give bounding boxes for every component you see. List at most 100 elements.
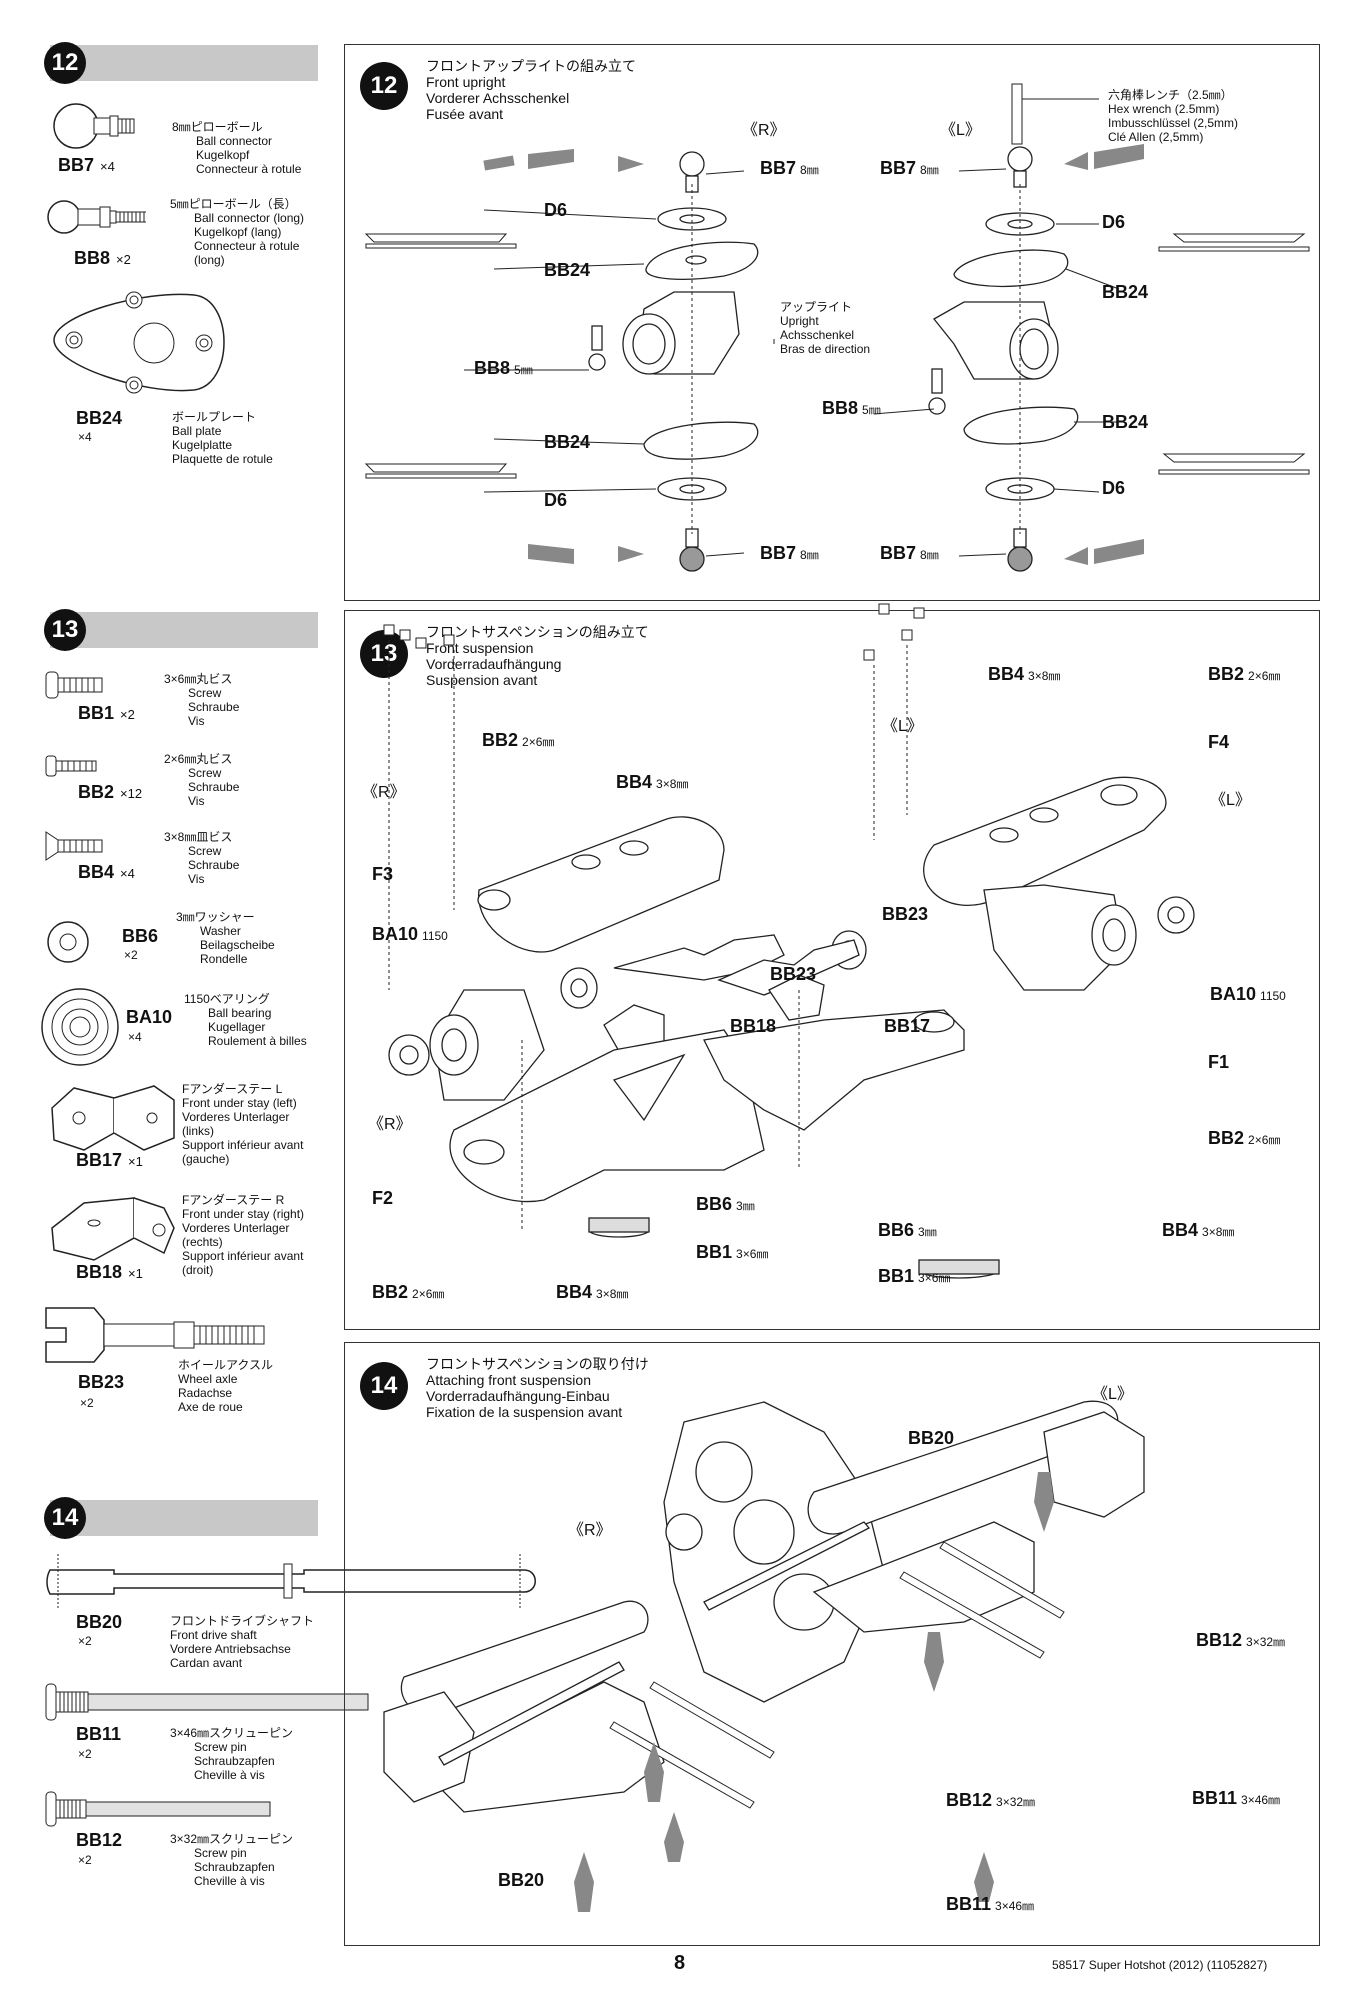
parts-header-bar-13 (50, 612, 318, 648)
ball-connector-icon (53, 103, 135, 149)
label-bb18: BB18 (730, 1016, 777, 1036)
wheel-axle-icon (45, 1307, 265, 1363)
part-qty-bb12: ×2 (78, 1853, 92, 1867)
part-id-bb2: BB2×12 (78, 782, 143, 802)
ball-connector-long-icon (47, 200, 146, 234)
page-number: 8 (674, 1952, 686, 1974)
label-f2: F2 (372, 1188, 394, 1208)
right-side-label: 《R》 (362, 784, 406, 801)
part-id-ba10: BA10 (126, 1007, 173, 1027)
label-f1: F1 (1208, 1052, 1230, 1072)
document-code: 58517 Super Hotshot (2012) (11052827) (1052, 1958, 1268, 1972)
label-d6: D6 (544, 490, 568, 510)
part-qty-bb11: ×2 (78, 1747, 92, 1761)
part-id-bb12: BB12 (76, 1830, 123, 1850)
screw-icon (45, 671, 103, 699)
left-side-label: 《L》 (1210, 792, 1251, 809)
part-id-bb6: BB6 (122, 926, 159, 946)
label-bb24: BB24 (1102, 282, 1149, 302)
step-number-badge: 13 (44, 609, 86, 651)
label-bb17: BB17 (884, 1016, 931, 1036)
countersunk-screw-icon (45, 831, 103, 861)
step-14-diagram (383, 1400, 1145, 1912)
part-id-bb18: BB18×1 (76, 1262, 143, 1282)
part-id-bb8: BB8×2 (74, 248, 131, 268)
screw-pin-32-icon (45, 1791, 271, 1827)
left-side-label: 《L》 (940, 122, 981, 139)
front-drive-shaft-icon (46, 1554, 536, 1610)
part-id-bb4: BB4×4 (78, 862, 135, 882)
part-qty-ba10: ×4 (128, 1030, 142, 1044)
label-bb24: BB24 (544, 432, 591, 452)
left-side-label: 《L》 (882, 718, 923, 735)
part-id-bb7: BB7×4 (58, 155, 115, 175)
label-bb23: BB23 (882, 904, 929, 924)
right-side-label: 《R》 (368, 1116, 412, 1133)
hex-wrench-label: 六角棒レンチ（2.5㎜）Hex wrench (2.5mm)Imbusschlü… (1108, 88, 1239, 144)
step-13-panel (344, 610, 1320, 1330)
label-bb24: BB24 (544, 260, 591, 280)
part-id-bb23: BB23 (78, 1372, 125, 1392)
ball-plate-icon (53, 291, 225, 394)
step-14-panel (344, 1342, 1320, 1946)
label-d6: D6 (544, 200, 568, 220)
washer-icon (47, 921, 89, 963)
parts-header-bar-14 (50, 1500, 318, 1536)
part-desc-bb8: 5㎜ピローボール（長）Ball connector (long)Kugelkop… (170, 197, 305, 267)
part-qty-bb23: ×2 (80, 1396, 94, 1410)
step-12-diagram (364, 83, 1310, 572)
screw-pin-46-icon (45, 1683, 369, 1721)
part-id-bb24: BB24 (76, 408, 123, 428)
label-d6: D6 (1102, 478, 1126, 498)
part-id-bb1: BB1×2 (78, 703, 135, 723)
part-id-bb11: BB11 (76, 1724, 122, 1744)
part-qty-bb24: ×4 (78, 430, 92, 444)
step-13-diagram (383, 603, 1195, 1279)
parts-header-bar-12 (50, 45, 318, 81)
ball-bearing-icon (41, 988, 119, 1066)
label-bb20: BB20 (908, 1428, 955, 1448)
screw-icon (45, 755, 97, 777)
label-f3: F3 (372, 864, 394, 884)
part-id-bb20: BB20 (76, 1612, 123, 1632)
part-qty-bb20: ×2 (78, 1634, 92, 1648)
right-side-label: 《R》 (568, 1522, 612, 1539)
label-d6: D6 (1102, 212, 1126, 232)
part-id-bb17: BB17×1 (76, 1150, 143, 1170)
